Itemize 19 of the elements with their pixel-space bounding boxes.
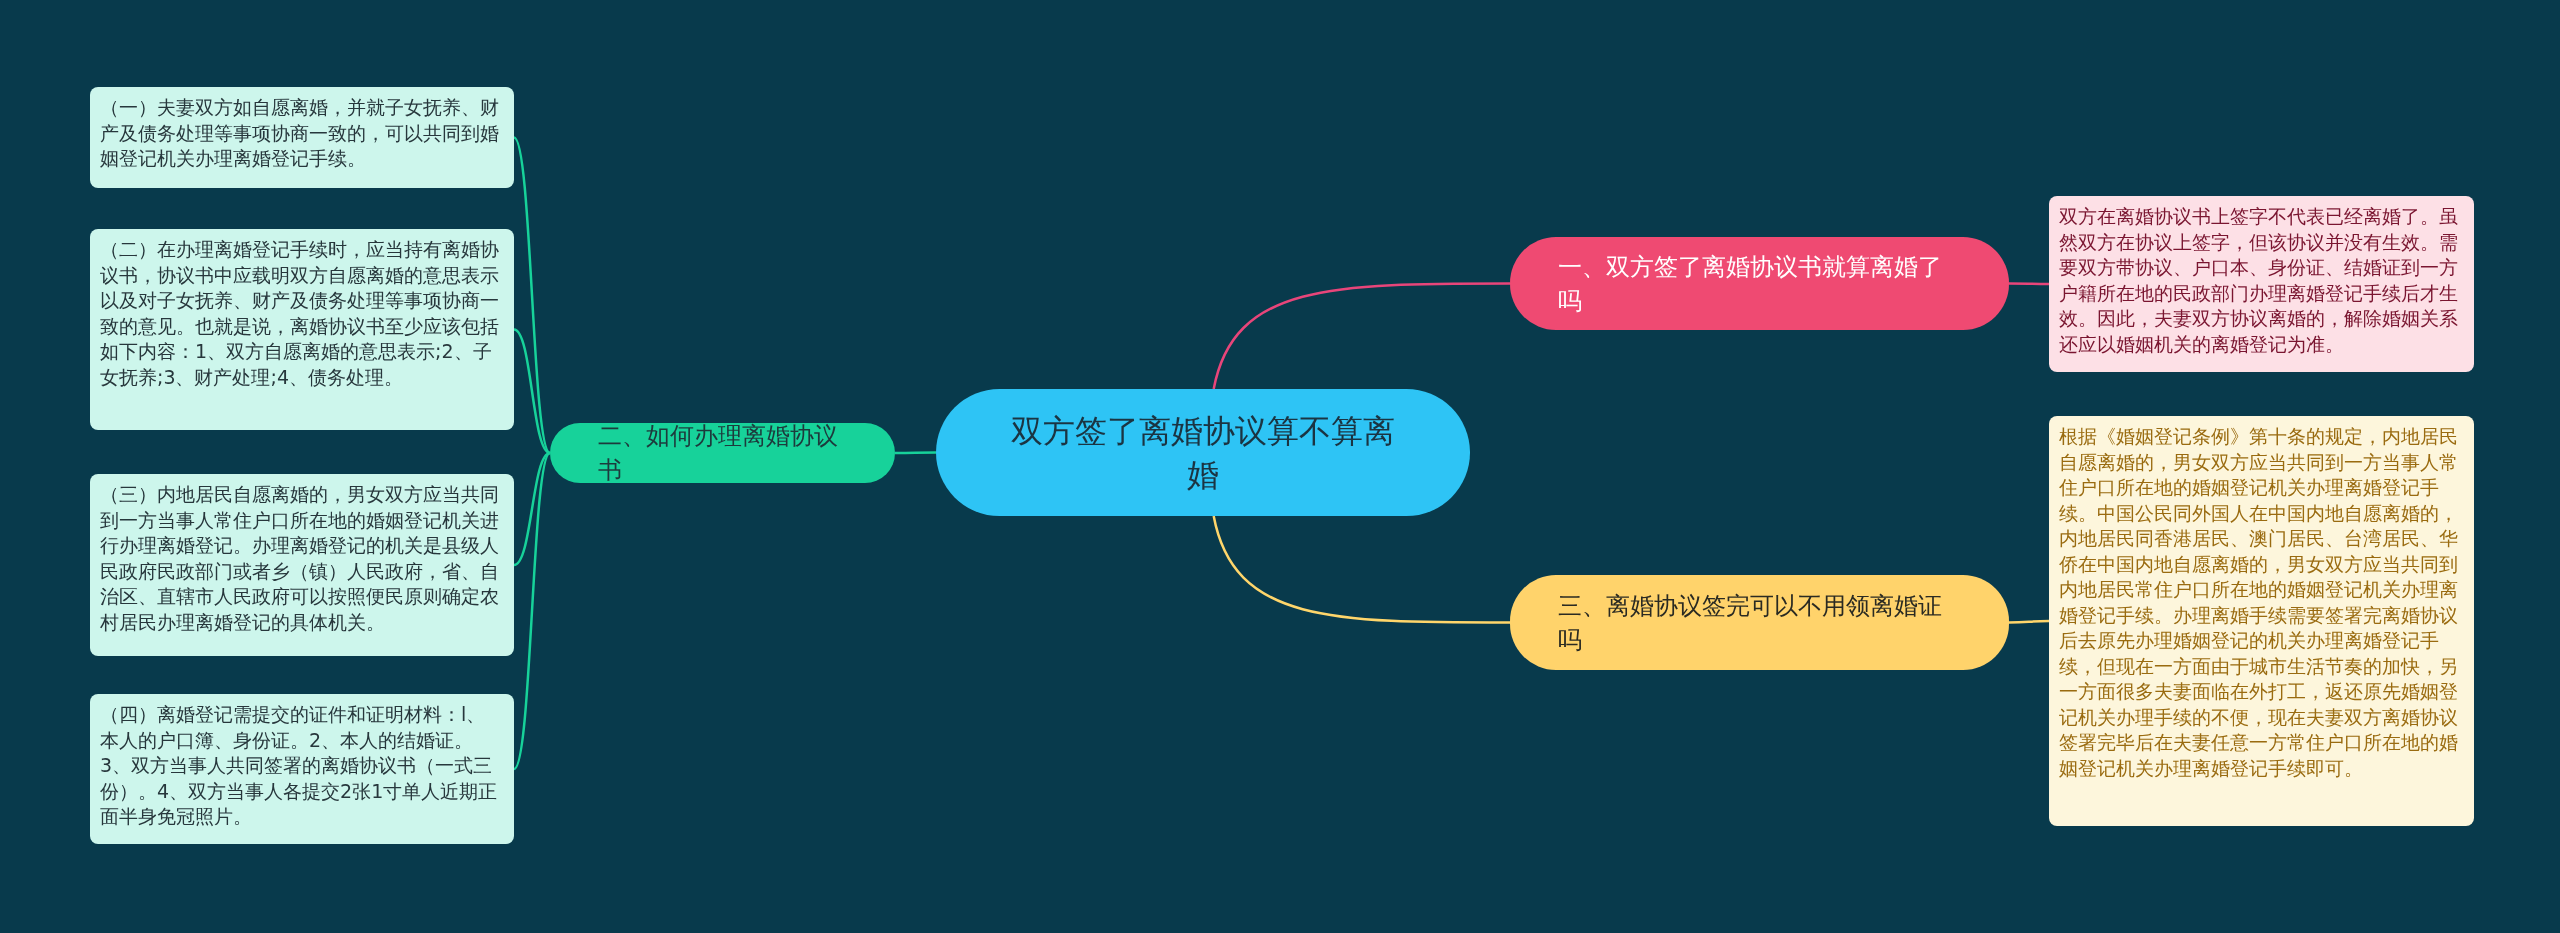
branch-topic-box: 一、双方签了离婚协议书就算离婚了吗 [1510,237,2009,330]
central-topic-box: 双方签了离婚协议算不算离婚 [936,389,1470,516]
connector-line [1212,515,1510,624]
connector-line [512,452,552,770]
detail-text-box: （二）在办理离婚登记手续时，应当持有离婚协议书，协议书中应载明双方自愿离婚的意思表示以及对子女抚养、财产及债务处理等事项协商一致的意见。也就是说，离婚协议书至少应该包括如下内容：1、双方自愿离婚的意思表示;2、子女抚养;3、财产处理;4、债务处理。 [90,229,514,430]
connector-line [895,451,936,455]
detail-text-box: （四）离婚登记需提交的证件和证明材料：l、本人的户口簿、身份证。2、本人的结婚证。3、双方当事人共同签署的离婚协议书（一式三份）。4、双方当事人各提交2张1寸单人近期正面半身免冠照片。 [90,694,514,844]
detail-text-box: 根据《婚姻登记条例》第十条的规定，内地居民自愿离婚的，男女双方应当共同到一方当事人常住户口所在地的婚姻登记机关办理离婚登记手续。中国公民同外国人在中国内地自愿离婚的，内地居民同香港居民、澳门居民、台湾居民、华侨在中国内地自愿离婚的，男女双方应当共同到内地居民常住户口所在地的婚姻登记机关办理离婚登记手续。办理离婚手续需要签署完离婚协议后去原先办理婚姻登记的机关办理离婚登记手续，但现在一方面由于城市生活节奏的加快，另一方面很多夫妻面临在外打工，返还原先婚姻登记机关办理手续的不便，现在夫妻双方离婚协议签署完毕后在夫妻任意一方常住户口所在地的婚姻登记机关办理离婚登记手续即可。 [2049,416,2474,826]
detail-text-box: （三）内地居民自愿离婚的，男女双方应当共同到一方当事人常住户口所在地的婚姻登记机关进行办理离婚登记。办理离婚登记的机关是县级人民政府民政部门或者乡（镇）人民政府，省、自治区、直辖市人民政府可以按照便民原则确定农村居民办理离婚登记的具体机关。 [90,474,514,656]
connector-line [513,451,551,567]
detail-text-box: 双方在离婚协议书上签字不代表已经离婚了。虽然双方在协议上签字，但该协议并没有生效。需要双方带协议、户口本、身份证、结婚证到一方户籍所在地的民政部门办理离婚登记手续后才生效。因此，夫妻双方协议离婚的，解除婚姻关系还应以婚姻机关的离婚登记为准。 [2049,196,2474,372]
connector-line [2009,282,2049,286]
detail-text-box: （一）夫妻双方如自愿离婚，并就子女抚养、财产及债务处理等事项协商一致的，可以共同到婚姻登记机关办理离婚登记手续。 [90,87,514,188]
connector-line [1212,282,1510,390]
connector-line [513,328,551,455]
connector-line [512,136,552,454]
branch-topic-box: 二、如何办理离婚协议书 [550,423,895,483]
branch-topic-box: 三、离婚协议签完可以不用领离婚证吗 [1510,575,2009,670]
connector-line [2009,619,2049,624]
